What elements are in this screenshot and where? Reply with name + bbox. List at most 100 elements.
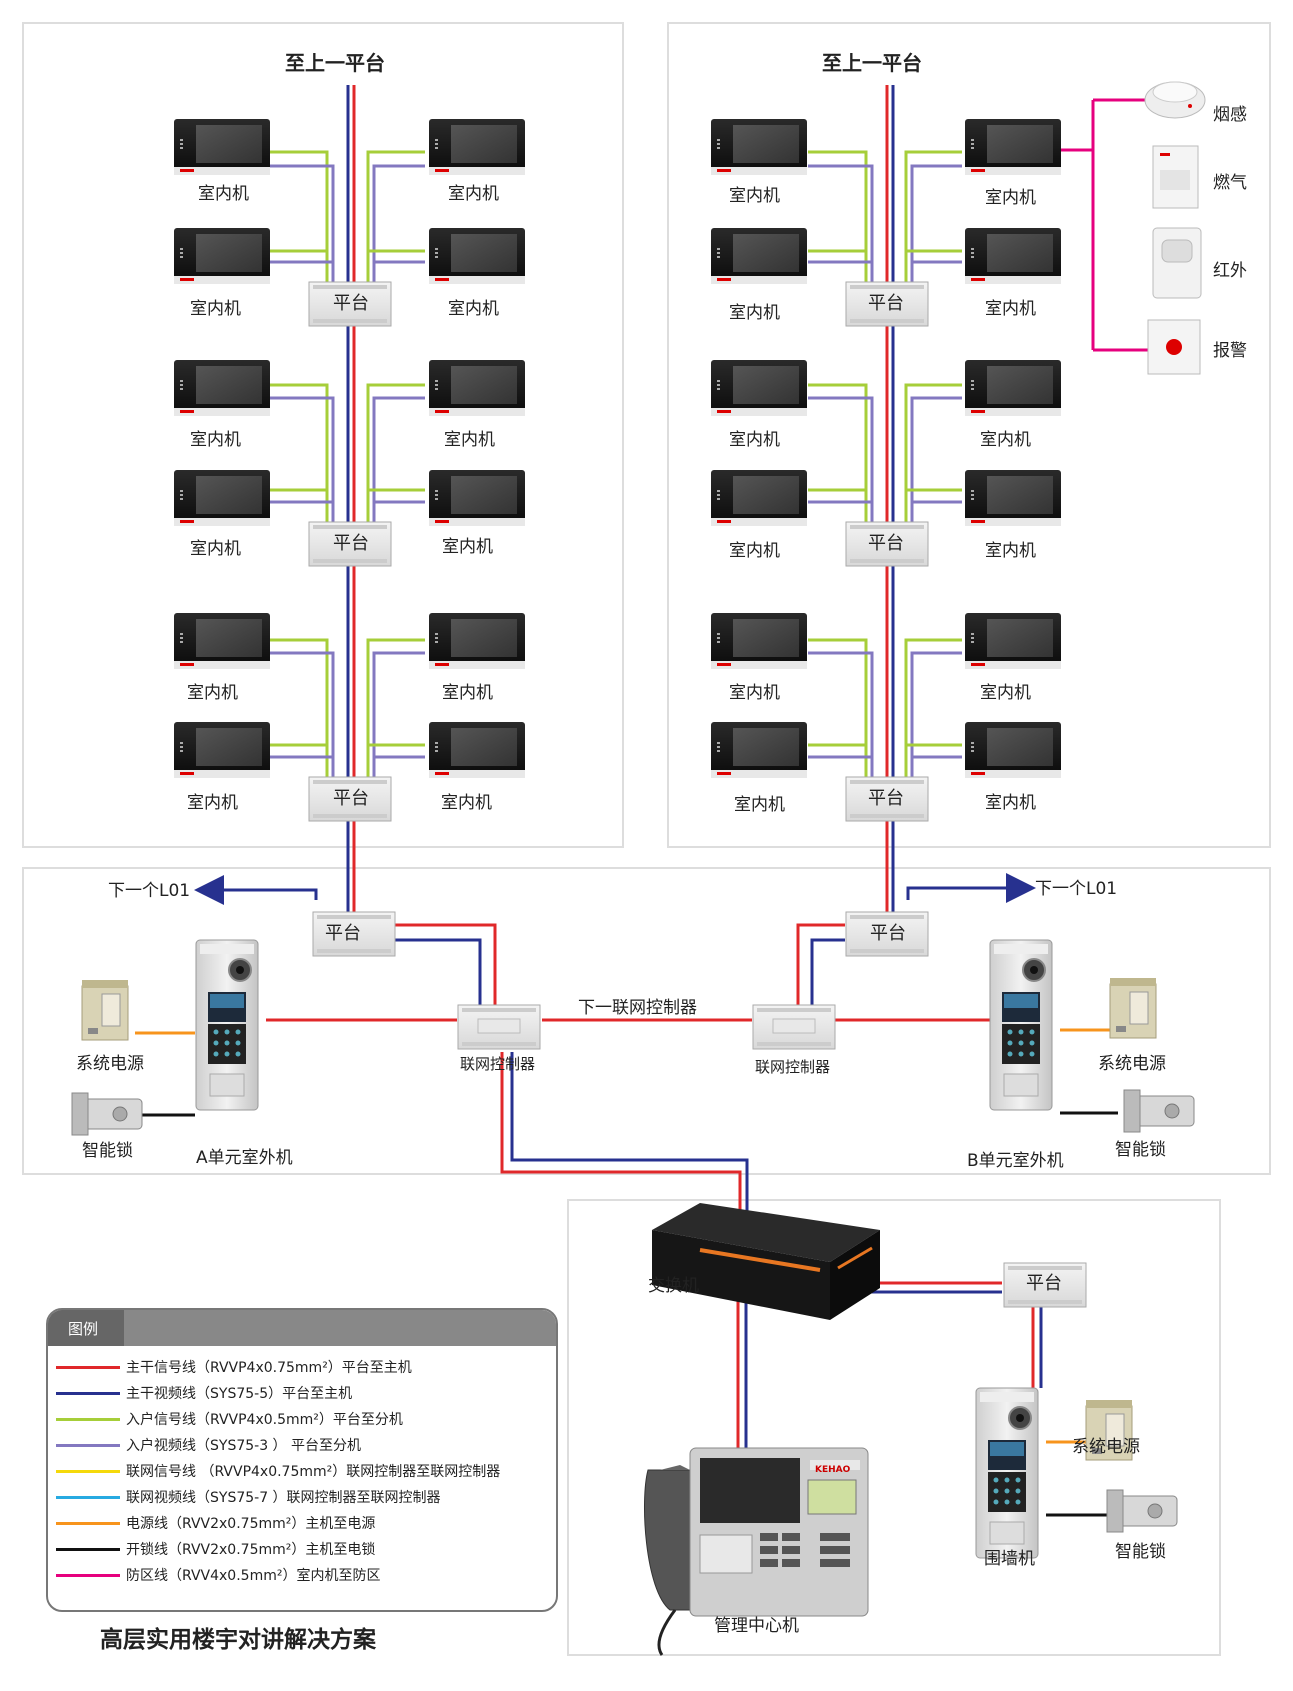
left-trunk — [346, 85, 356, 913]
legend-text: 入户信号线（RVVP4x0.5mm²）平台至分机 — [126, 1412, 403, 1428]
lower-wiring — [135, 873, 1120, 1517]
system-power-label: 系统电源 — [76, 1054, 144, 1074]
legend-tab — [48, 1310, 124, 1346]
indoor-label: 室内机 — [729, 541, 780, 561]
system-power-label: 系统电源 — [1098, 1054, 1166, 1074]
indoor-monitor — [711, 119, 807, 175]
indoor-label: 室内机 — [187, 683, 238, 703]
indoor-label: 室内机 — [190, 539, 241, 559]
outdoor-frame — [22, 867, 1271, 1175]
legend-swatch — [56, 1470, 120, 1473]
indoor-monitor — [711, 470, 807, 526]
indoor-label: 室内机 — [729, 683, 780, 703]
indoor-monitor — [174, 613, 270, 669]
indoor-monitor — [711, 613, 807, 669]
indoor-label: 室内机 — [980, 683, 1031, 703]
next-l01-right-label: 下一个L01 — [1035, 879, 1118, 899]
indoor-monitor — [711, 228, 807, 284]
legend-row: 开锁线（RVV2x0.75mm²）主机至电锁 — [48, 1539, 556, 1559]
indoor-label: 室内机 — [190, 430, 241, 450]
indoor-label: 室内机 — [441, 793, 492, 813]
indoor-label: 室内机 — [442, 537, 493, 557]
platform-label: 平台 — [868, 293, 904, 314]
indoor-monitor — [965, 228, 1061, 284]
right-trunk — [885, 85, 895, 913]
zone-wires — [1055, 98, 1148, 352]
indoor-label: 室内机 — [734, 795, 785, 815]
wall-unit-label: 围墙机 — [984, 1549, 1035, 1569]
network-switch-icon — [652, 1203, 880, 1320]
legend-box: 图例 主干信号线（RVVP4x0.75mm²）平台至主机 主干视频线（SYS75… — [46, 1308, 558, 1612]
legend-row: 入户信号线（RVVP4x0.5mm²）平台至分机 — [48, 1409, 556, 1429]
smart-lock-label: 智能锁 — [82, 1141, 133, 1161]
indoor-label: 室内机 — [187, 793, 238, 813]
door-station-a — [195, 939, 259, 1111]
indoor-monitor — [429, 119, 525, 175]
wall-unit-station — [975, 1387, 1039, 1559]
network-controller-box — [752, 1004, 836, 1050]
indoor-monitor — [429, 613, 525, 669]
center-frame — [567, 1199, 1221, 1656]
indoor-monitor — [429, 228, 525, 284]
alarm-button-icon — [1147, 319, 1201, 375]
indoor-label: 室内机 — [980, 430, 1031, 450]
right-branch-wires — [808, 150, 962, 795]
indoor-monitor — [711, 722, 807, 778]
legend-row: 主干视频线（SYS75-5）平台至主机 — [48, 1383, 556, 1403]
infrared-detector-icon — [1152, 227, 1202, 299]
smart-lock-label: 智能锁 — [1115, 1542, 1166, 1562]
platform-label: 平台 — [325, 923, 361, 944]
smart-lock-icon — [71, 1092, 143, 1136]
indoor-label: 室内机 — [985, 793, 1036, 813]
diagram-title: 高层实用楼宇对讲解决方案 — [100, 1627, 376, 1653]
smart-lock-icon — [1106, 1489, 1178, 1533]
legend-text: 主干视频线（SYS75-5）平台至主机 — [126, 1386, 353, 1402]
legend-swatch — [56, 1418, 120, 1421]
platform-label: 平台 — [868, 533, 904, 554]
indoor-label: 室内机 — [448, 184, 499, 204]
infrared-sensor-label: 红外 — [1213, 261, 1247, 281]
management-brand-label: KEHAO — [815, 1465, 851, 1475]
next-l01-left-label: 下一个L01 — [108, 881, 191, 901]
indoor-monitor — [965, 613, 1061, 669]
legend-row: 入户视频线（SYS75-3 ） 平台至分机 — [48, 1435, 556, 1455]
indoor-label: 室内机 — [985, 299, 1036, 319]
legend-row: 联网视频线（SYS75-7 ）联网控制器至联网控制器 — [48, 1487, 556, 1507]
indoor-monitor — [174, 722, 270, 778]
legend-row: 主干信号线（RVVP4x0.75mm²）平台至主机 — [48, 1357, 556, 1377]
unit-a-outdoor-label: A单元室外机 — [196, 1148, 293, 1168]
indoor-monitor — [965, 470, 1061, 526]
indoor-label: 室内机 — [442, 683, 493, 703]
legend-swatch — [56, 1574, 120, 1577]
indoor-monitor — [174, 360, 270, 416]
management-center-icon — [644, 1447, 869, 1656]
top-label-right: 至上一平台 — [822, 51, 922, 75]
indoor-monitor — [174, 470, 270, 526]
indoor-monitor — [711, 360, 807, 416]
next-controller-label: 下一联网控制器 — [578, 998, 697, 1018]
indoor-label: 室内机 — [729, 430, 780, 450]
legend-swatch — [56, 1444, 120, 1447]
system-power-icon — [81, 979, 129, 1041]
platform-label: 平台 — [868, 788, 904, 809]
left-branch-wires — [270, 150, 425, 795]
right-tower-frame — [667, 22, 1271, 848]
indoor-monitor — [429, 360, 525, 416]
network-controller-label: 联网控制器 — [755, 1058, 831, 1076]
legend-row: 电源线（RVV2x0.75mm²）主机至电源 — [48, 1513, 556, 1533]
legend-text: 主干信号线（RVVP4x0.75mm²）平台至主机 — [126, 1360, 412, 1376]
smart-lock-icon — [1123, 1089, 1195, 1133]
legend-text: 防区线（RVV4x0.5mm²）室内机至防区 — [126, 1568, 381, 1584]
legend-swatch — [56, 1496, 120, 1499]
indoor-monitor — [174, 228, 270, 284]
platform-label: 平台 — [333, 293, 369, 314]
gas-detector-icon — [1152, 145, 1199, 209]
indoor-label: 室内机 — [729, 303, 780, 323]
legend-swatch — [56, 1522, 120, 1525]
indoor-monitor — [174, 119, 270, 175]
door-station-b — [989, 939, 1053, 1111]
legend-row: 防区线（RVV4x0.5mm²）室内机至防区 — [48, 1565, 556, 1585]
legend-text: 联网信号线 （RVVP4x0.75mm²）联网控制器至联网控制器 — [126, 1464, 501, 1480]
legend-swatch — [56, 1392, 120, 1395]
top-label-left: 至上一平台 — [285, 51, 385, 75]
